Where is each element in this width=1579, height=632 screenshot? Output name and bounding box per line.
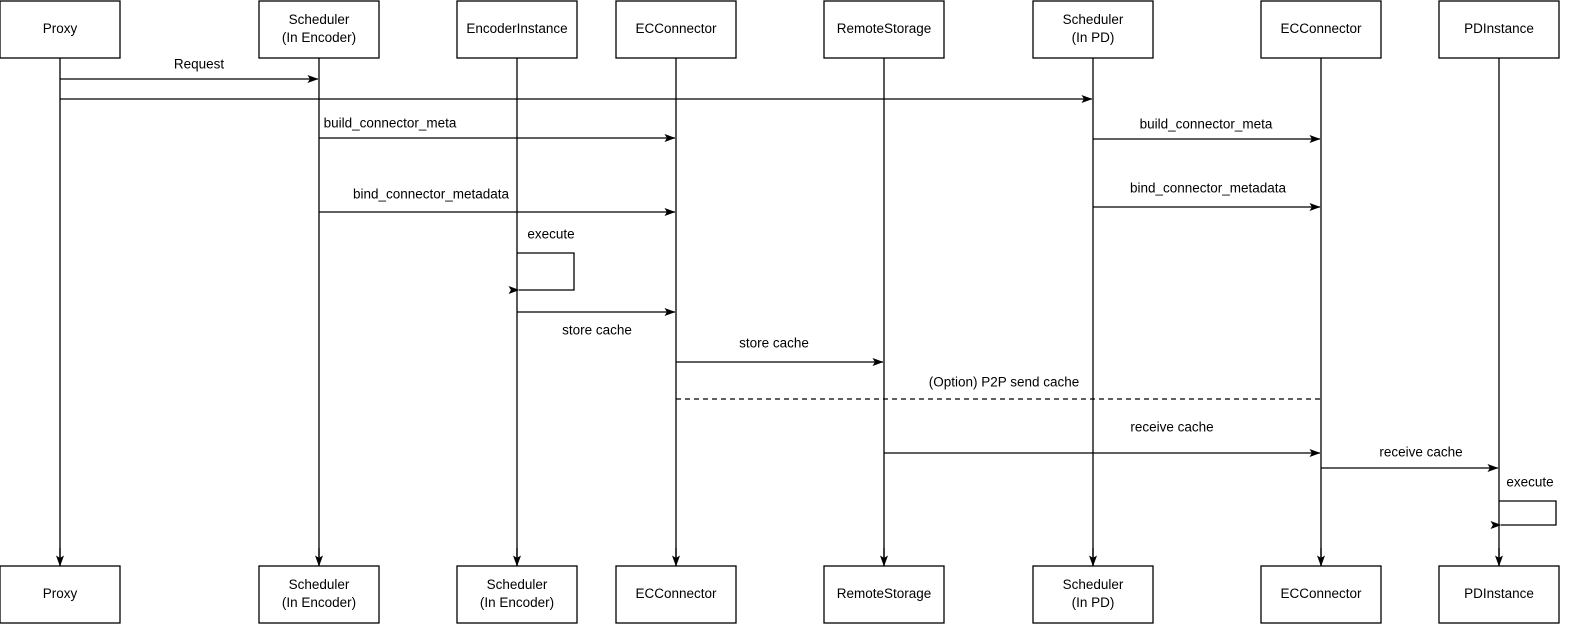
participant-label: Proxy bbox=[43, 586, 78, 601]
message-store-cache-remote[interactable]: store cache bbox=[676, 336, 884, 366]
participant-label: Scheduler bbox=[1063, 12, 1124, 27]
participant-foot-box-scheduler-in-pd[interactable]: Scheduler (In PD) bbox=[1032, 565, 1154, 624]
participant-label: ECConnector bbox=[1280, 21, 1362, 36]
participant-label: ECConnector bbox=[635, 586, 717, 601]
message-bind-connector-metadata-encoder[interactable]: bind_connector_metadata bbox=[319, 187, 676, 216]
participant-label: Scheduler bbox=[289, 577, 350, 592]
participant-head-box-scheduler-in-pd[interactable]: Scheduler (In PD) bbox=[1032, 0, 1154, 59]
participant-foot-box-pd-instance[interactable]: PDInstance bbox=[1438, 565, 1560, 624]
participant-foot-boxes: Proxy Scheduler (In Encoder) Scheduler (In E… bbox=[0, 565, 1560, 624]
participant-label: PDInstance bbox=[1464, 21, 1534, 36]
message-label: (Option) P2P send cache bbox=[929, 375, 1080, 390]
participant-head-box-encoder-instance[interactable]: EncoderInstance bbox=[456, 0, 578, 59]
participant-sublabel: (In Encoder) bbox=[480, 595, 554, 610]
messages-layer: Request build_connector_meta build_connect… bbox=[60, 57, 1557, 529]
participant-foot-box-ec-connector-pd[interactable]: ECConnector bbox=[1260, 565, 1382, 624]
participant-sublabel: (In Encoder) bbox=[282, 595, 356, 610]
participant-head-box-ec-connector-pd[interactable]: ECConnector bbox=[1260, 0, 1382, 59]
message-execute-encoder[interactable]: execute bbox=[508, 227, 575, 294]
participant-foot-box-scheduler-in-encoder[interactable]: Scheduler (In Encoder) bbox=[258, 565, 380, 624]
message-bind-connector-metadata-pd[interactable]: bind_connector_metadata bbox=[1093, 181, 1321, 211]
message-build-connector-meta-encoder[interactable]: build_connector_meta bbox=[319, 116, 676, 142]
participant-sublabel: (In PD) bbox=[1072, 595, 1115, 610]
message-label: store cache bbox=[562, 323, 632, 338]
message-receive-cache-pd[interactable]: receive cache bbox=[1321, 445, 1499, 472]
participant-head-box-proxy[interactable]: Proxy bbox=[0, 0, 121, 59]
message-label: execute bbox=[527, 227, 574, 242]
participant-sublabel: (In PD) bbox=[1072, 30, 1115, 45]
participant-label: Scheduler bbox=[289, 12, 350, 27]
message-store-cache-encoder[interactable]: store cache bbox=[517, 308, 676, 338]
participant-label: PDInstance bbox=[1464, 586, 1534, 601]
message-label: Request bbox=[174, 57, 225, 72]
message-label: build_connector_meta bbox=[324, 116, 457, 131]
participant-label: ECConnector bbox=[1280, 586, 1362, 601]
message-p2p-send-cache[interactable]: (Option) P2P send cache bbox=[676, 375, 1321, 400]
participant-label: RemoteStorage bbox=[837, 21, 932, 36]
participant-head-box-scheduler-in-encoder[interactable]: Scheduler (In Encoder) bbox=[258, 0, 380, 59]
participant-head-box-ec-connector-encoder[interactable]: ECConnector bbox=[615, 0, 737, 59]
message-request[interactable]: Request bbox=[60, 57, 319, 83]
message-execute-pd[interactable]: execute bbox=[1490, 475, 1557, 529]
participant-label: Scheduler bbox=[487, 577, 548, 592]
participant-head-box-pd-instance[interactable]: PDInstance bbox=[1438, 0, 1560, 59]
message-label: receive cache bbox=[1379, 445, 1462, 460]
participant-foot-box-remote-storage[interactable]: RemoteStorage bbox=[823, 565, 945, 624]
participant-label: EncoderInstance bbox=[466, 21, 567, 36]
participant-sublabel: (In Encoder) bbox=[282, 30, 356, 45]
message-label: receive cache bbox=[1130, 420, 1213, 435]
participant-foot-box-encoder-instance[interactable]: Scheduler (In Encoder) bbox=[456, 565, 578, 624]
participant-label: RemoteStorage bbox=[837, 586, 932, 601]
message-label: store cache bbox=[739, 336, 809, 351]
message-build-connector-meta-pd[interactable]: build_connector_meta bbox=[1093, 117, 1321, 143]
participant-label: ECConnector bbox=[635, 21, 717, 36]
message-label: bind_connector_metadata bbox=[1130, 181, 1287, 196]
message-label: execute bbox=[1506, 475, 1553, 490]
participant-foot-box-proxy[interactable]: Proxy bbox=[0, 565, 121, 624]
message-label: build_connector_meta bbox=[1140, 117, 1273, 132]
message-label: bind_connector_metadata bbox=[353, 187, 510, 202]
participant-label: Proxy bbox=[43, 21, 78, 36]
message-receive-cache-remote[interactable]: receive cache bbox=[884, 420, 1321, 457]
lifelines-layer bbox=[56, 58, 1503, 567]
participant-label: Scheduler bbox=[1063, 577, 1124, 592]
participant-head-boxes: Proxy Scheduler (In Encoder) EncoderInstanc… bbox=[0, 0, 1560, 59]
participant-head-box-remote-storage[interactable]: RemoteStorage bbox=[823, 0, 945, 59]
participant-foot-box-ec-connector-encoder[interactable]: ECConnector bbox=[615, 565, 737, 624]
